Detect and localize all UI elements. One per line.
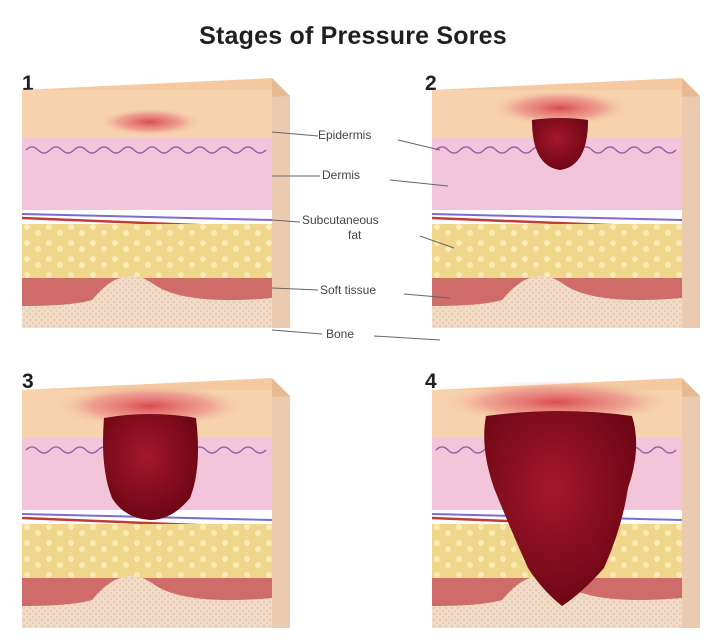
label-epidermis: Epidermis — [318, 128, 371, 142]
label-subcutaneous-1: Subcutaneous — [302, 213, 379, 227]
stage-3-block — [22, 378, 290, 628]
label-leader-lines — [272, 132, 454, 340]
stage-2-block — [432, 78, 700, 328]
label-subcutaneous-2: fat — [348, 228, 361, 242]
stage-1-block — [22, 78, 290, 328]
label-bone: Bone — [326, 327, 354, 341]
label-dermis: Dermis — [322, 168, 360, 182]
label-soft-tissue: Soft tissue — [320, 283, 376, 297]
stage-4-block — [432, 378, 700, 628]
